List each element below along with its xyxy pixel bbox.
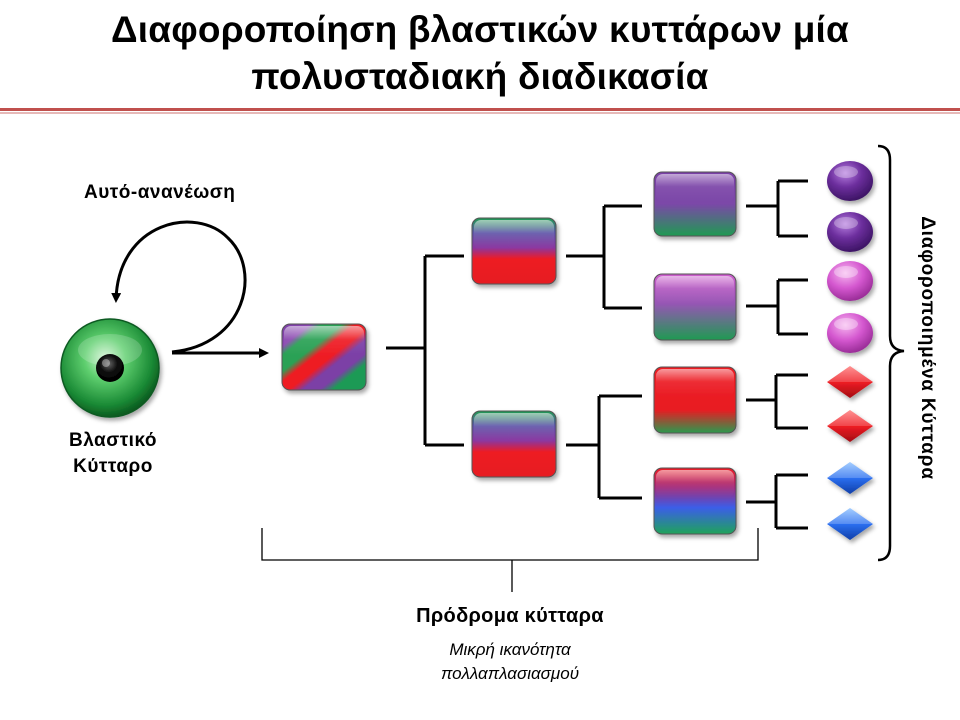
progenitor-bracket [261,528,759,592]
capacity-label-line-1: Μικρή ικανότητα [449,640,571,659]
stem-cell-label-line-2: Κύτταρο [73,456,153,477]
self-renewal-label: Αυτό-ανανέωση [84,182,236,203]
stem-cell-icon [60,318,160,418]
stem-cell-label: Βλαστικό Κύτταρο [50,428,176,480]
pink-circle-cell-icon [827,313,873,353]
progenitor-cell-icon [471,217,557,285]
self-renewal-arrow [111,220,247,354]
progenitor-cells-label: Πρόδρομα κύτταρα [416,605,604,627]
blue-diamond-cell-icon [827,462,873,494]
progenitor-cell-icon [471,410,557,478]
branch-connector [746,179,808,530]
title-line-1: Διαφοροποίηση βλαστικών κυττάρων μία [111,9,849,50]
blue-diamond-cell-icon [827,508,873,540]
stem-cell-label-line-1: Βλαστικό [68,430,158,451]
progenitor-cell-icon [281,323,367,391]
branch-connector [386,254,464,447]
progenitor-cell-icon [653,366,737,434]
branch-connector [566,204,642,500]
red-diamond-cell-icon [827,366,873,398]
progenitor-cell-icon [653,171,737,237]
progenitor-cell-icon [653,467,737,535]
title-line-2: πολυσταδιακή διαδικασία [251,56,709,97]
title-divider [0,108,960,111]
pink-circle-cell-icon [827,261,873,301]
differentiated-cells-brace [877,144,905,562]
differentiated-cells-label-text: Διαφοροποιημένα Κύτταρα [917,216,938,480]
red-diamond-cell-icon [827,410,873,442]
title-divider-shadow [0,112,960,114]
purple-circle-cell-icon [827,161,873,201]
purple-circle-cell-icon [827,212,873,252]
capacity-label-line-2: πολλαπλασιασμού [440,664,580,683]
proliferation-capacity-label: Μικρή ικανότητα πολλαπλασιασμού [360,638,660,686]
progenitor-cell-icon [653,273,737,341]
page-title: Διαφοροποίηση βλαστικών κυττάρων μία πολ… [0,6,960,100]
